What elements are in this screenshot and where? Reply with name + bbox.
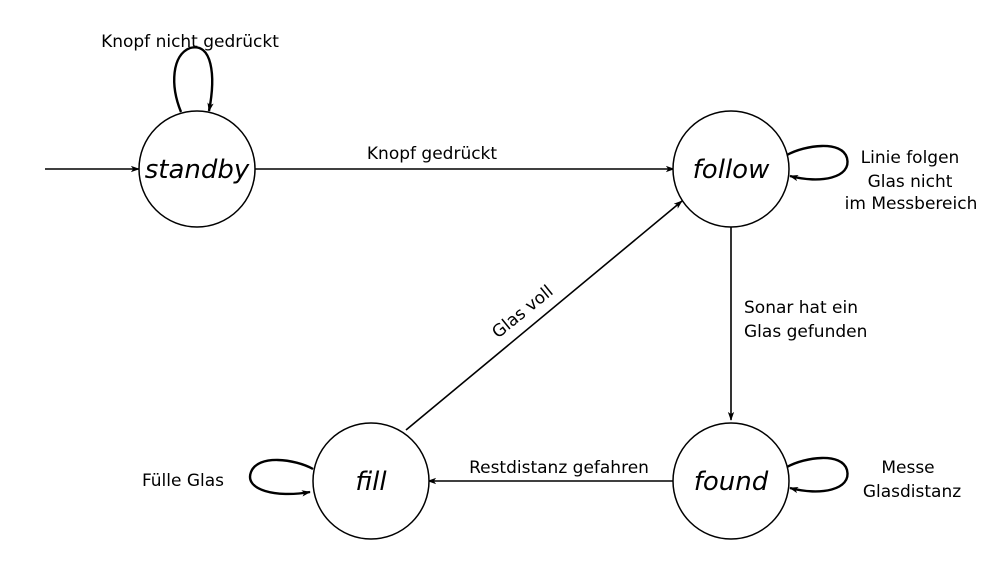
- label-follow-loop-1: Linie folgen: [861, 148, 960, 168]
- loop-fill: [248, 458, 314, 497]
- label-standby-loop: Knopf nicht gedrückt: [101, 32, 279, 52]
- label-follow-loop-3: im Messbereich: [845, 194, 978, 214]
- state-fill: fill: [312, 422, 430, 540]
- label-found-loop-1: Messe: [881, 458, 934, 478]
- state-found: found: [672, 422, 790, 540]
- loop-found: [786, 456, 849, 494]
- state-follow: follow: [672, 110, 790, 228]
- state-found-label: found: [694, 467, 769, 497]
- state-standby: standby: [138, 110, 256, 228]
- label-found-loop-2: Glasdistanz: [863, 482, 961, 502]
- label-follow-to-found-1: Sonar hat ein: [744, 298, 858, 318]
- state-fill-label: fill: [355, 467, 387, 497]
- state-follow-circle: [672, 110, 790, 228]
- label-follow-to-found-2: Glas gefunden: [744, 322, 867, 342]
- state-fill-circle: [312, 422, 430, 540]
- loop-standby: [173, 46, 214, 113]
- state-found-circle: [672, 422, 790, 540]
- loop-follow: [786, 144, 849, 182]
- edge-fill-to-follow: [405, 200, 683, 431]
- label-follow-loop-2: Glas nicht: [868, 172, 953, 192]
- label-standby-to-follow: Knopf gedrückt: [367, 144, 497, 164]
- state-standby-label: standby: [145, 155, 250, 185]
- state-standby-circle: [138, 110, 256, 228]
- label-fill-loop: Fülle Glas: [142, 471, 224, 491]
- state-follow-label: follow: [693, 155, 770, 185]
- label-found-to-fill: Restdistanz gefahren: [469, 458, 649, 478]
